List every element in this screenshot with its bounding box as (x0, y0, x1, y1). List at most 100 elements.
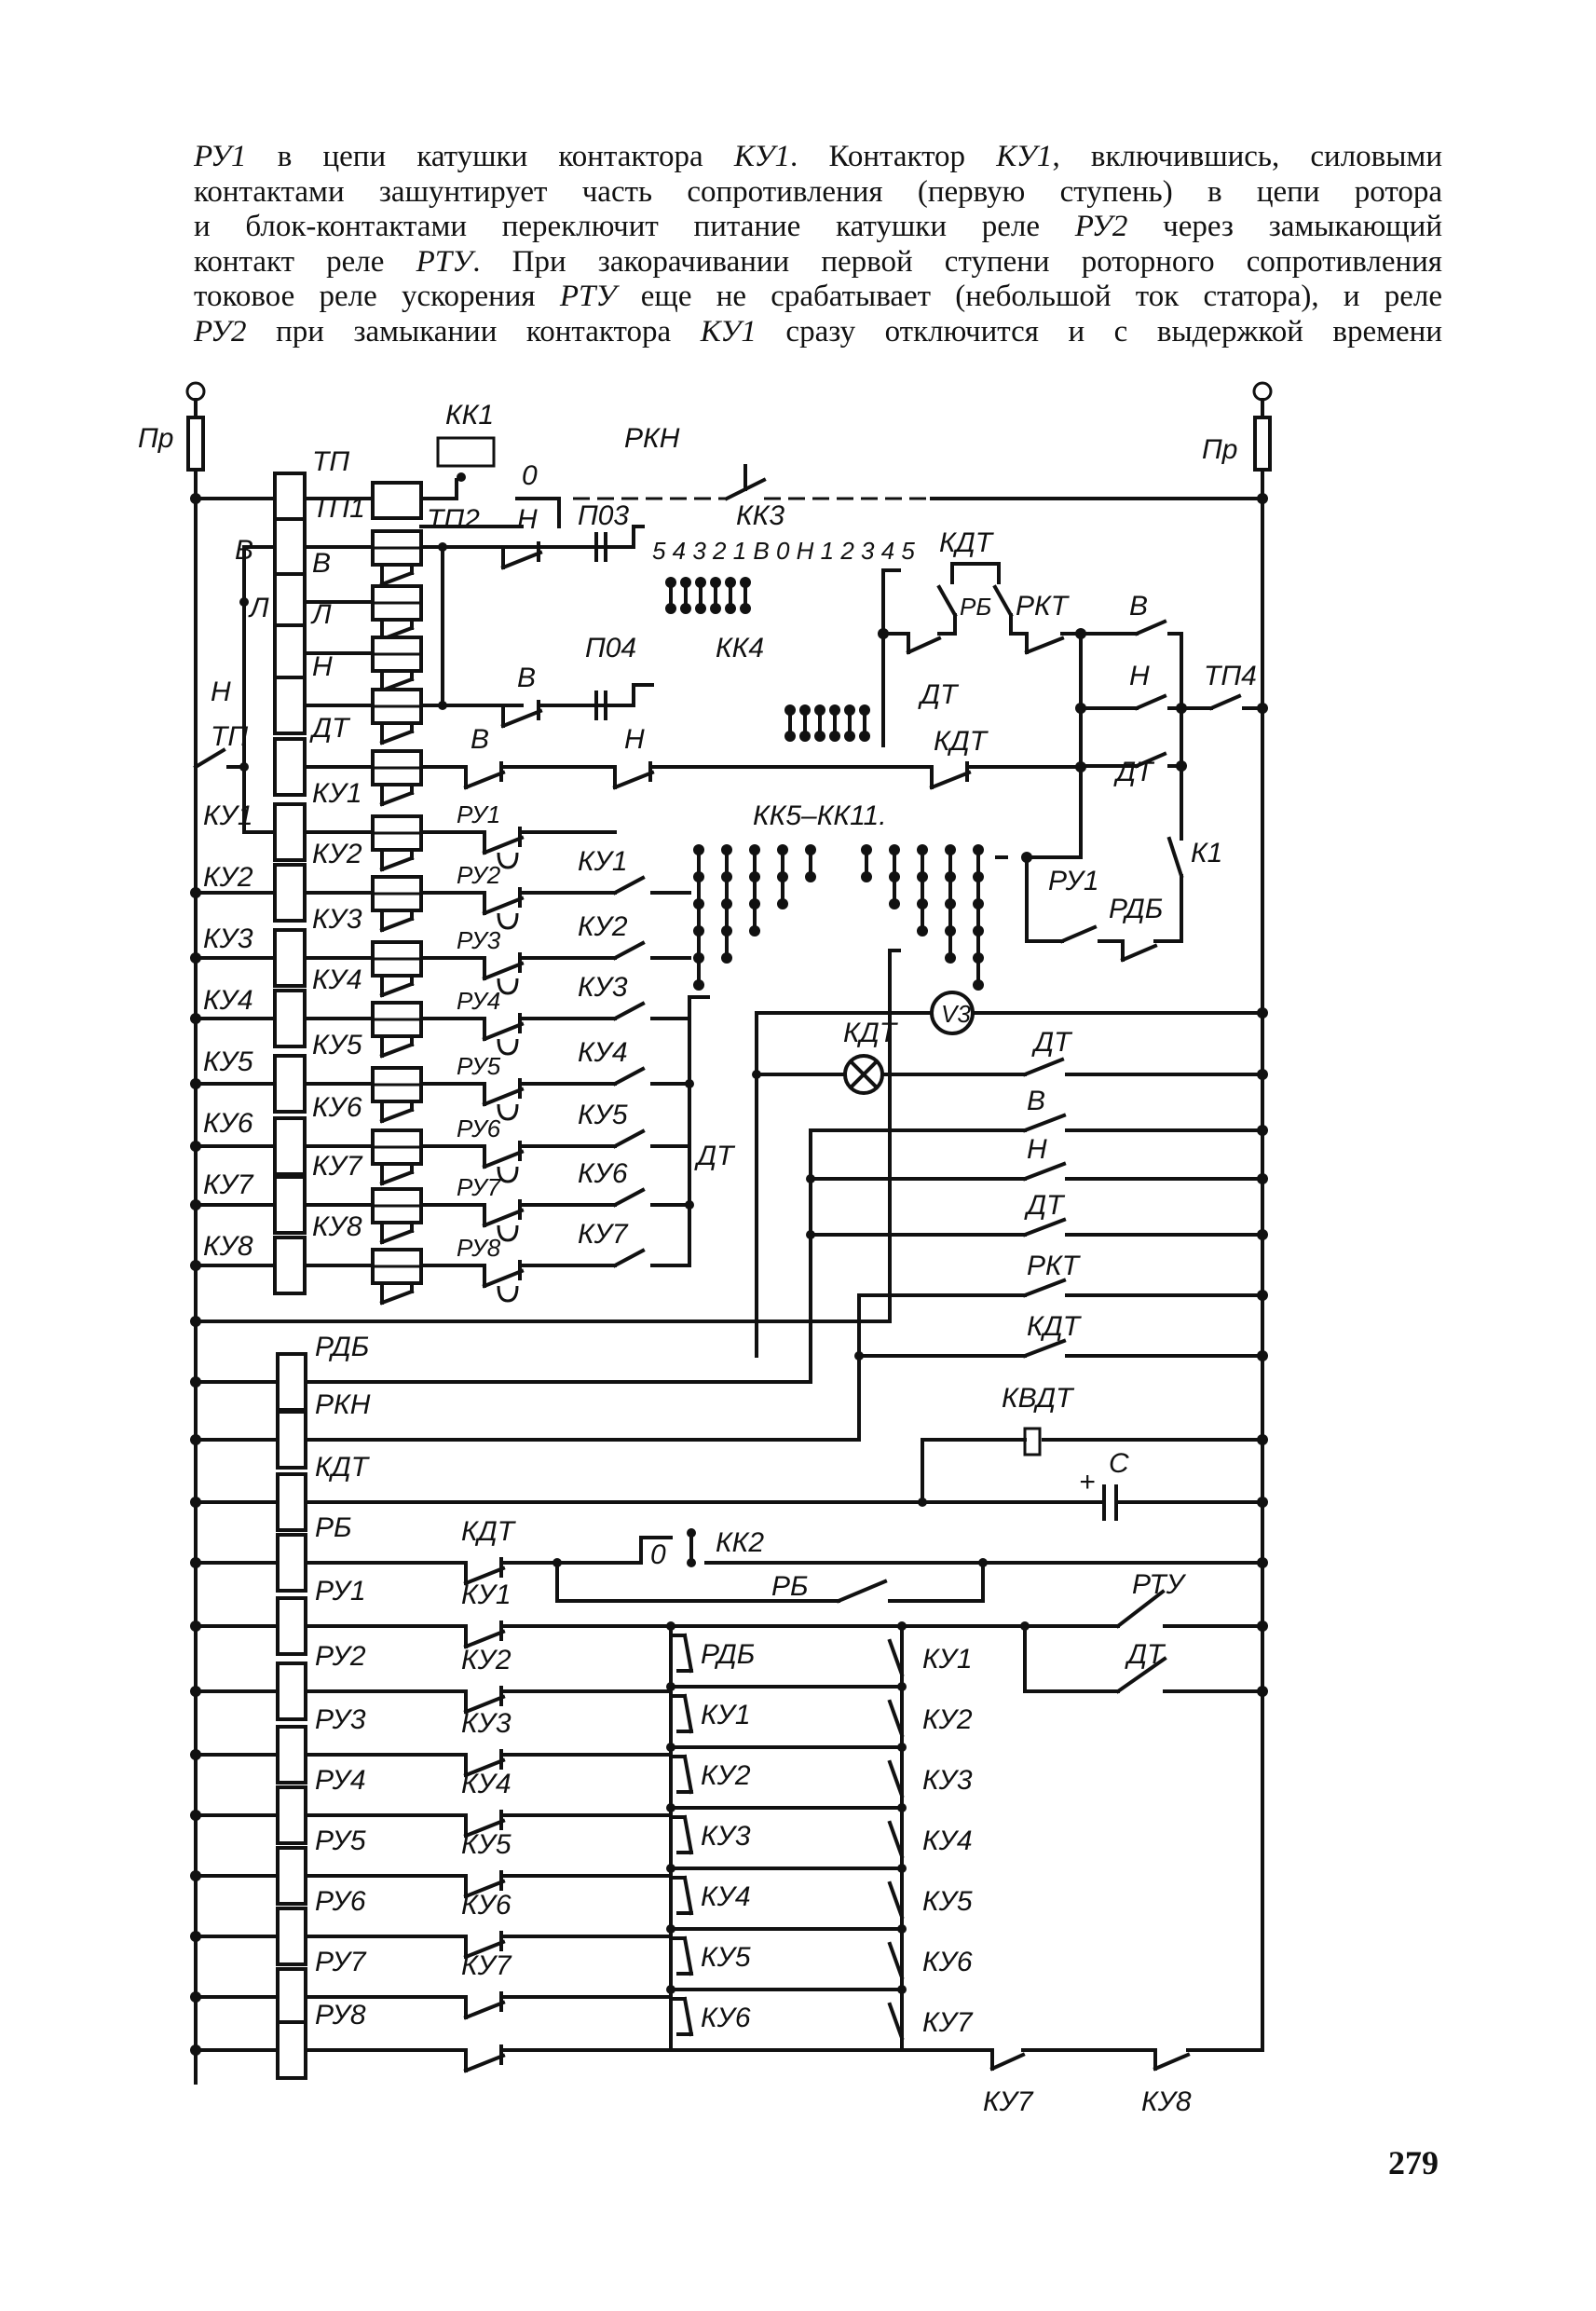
relay-coil-icon (276, 1967, 307, 2027)
junction-dot (749, 898, 760, 909)
no-chain-label: КУ1 (922, 1644, 973, 1675)
junction-dot (897, 1803, 907, 1812)
junction-dot (1257, 1125, 1268, 1136)
lower-coil-label: РКН (315, 1389, 371, 1420)
relay-coil-icon (276, 1907, 307, 1966)
contact-row: ДТ (809, 1190, 1268, 1240)
junction-dot (721, 925, 732, 937)
relay-coil-icon (273, 517, 307, 577)
junction-dot (806, 1230, 815, 1239)
junction-dot (693, 952, 704, 964)
junction-dot (190, 952, 201, 964)
lower-coil-label: РУ8 (315, 2000, 366, 2031)
junction-dot (666, 1682, 675, 1691)
rtu-label: РТУ (1132, 1569, 1187, 1600)
relay-coil-icon (273, 802, 307, 862)
kk3-contacts (665, 577, 751, 614)
coil-label: КУ5 (312, 1030, 362, 1060)
relay-coil-icon (276, 1533, 307, 1593)
time-delay-icon (497, 912, 519, 930)
k1-label: К1 (1191, 838, 1222, 868)
junction-dot (844, 704, 855, 716)
left-supply-rail (185, 381, 206, 2085)
series-contact-label: КУ7 (461, 1950, 512, 1981)
ru-contact-label: РУ6 (457, 1114, 501, 1142)
coil-label: Л (310, 599, 332, 630)
junction-dot (859, 731, 870, 742)
ku-contact-label: КУ5 (578, 1100, 628, 1130)
rkn-label: РКН (624, 423, 680, 454)
junction-dot (190, 1013, 201, 1024)
series-contact-label: КУ1 (461, 1579, 512, 1610)
junction-dot (190, 1078, 201, 1089)
lower-coil-label: РУ1 (315, 1576, 366, 1607)
relay-coil-icon (273, 1236, 307, 1295)
ku-contact-label: КУ7 (578, 1219, 629, 1250)
lower-coil-row: РКН (190, 1389, 371, 1470)
left-ku-label: КУ2 (203, 862, 253, 893)
no-chain-label: КУ7 (922, 2007, 974, 2038)
junction-dot (721, 844, 732, 855)
coil-label: ТП1 (312, 493, 365, 524)
junction-dot (973, 925, 984, 937)
lower-coil-label: РУ2 (315, 1641, 366, 1672)
voltmeter-label: V3 (941, 1000, 971, 1028)
nc-chain-label: КУ4 (701, 1881, 751, 1912)
v-contact-label: В (471, 724, 489, 755)
ku-contact-label: КУ2 (578, 911, 628, 942)
kk2-rb-block (552, 1528, 1268, 1604)
lower-coil-row: РУ7 КУ7 (190, 1947, 673, 2027)
lower-coil-row: РДБ (190, 1332, 369, 1412)
junction-dot (740, 577, 751, 588)
junction-dot (805, 844, 816, 855)
coil-label: КУ8 (312, 1211, 362, 1242)
junction-dot (917, 925, 928, 937)
junction-dot (859, 704, 870, 716)
series-contact-label: КУ6 (461, 1890, 512, 1921)
left-ku-label: КУ8 (203, 1231, 253, 1262)
nc-chain-label: КУ5 (701, 1942, 751, 1973)
n-label: Н (1129, 661, 1150, 691)
junction-dot (693, 871, 704, 882)
ku-contact-label: КУ3 (578, 972, 628, 1003)
time-delay-icon (497, 852, 519, 869)
relay-coil-icon (276, 1661, 307, 1721)
ru1-label: РУ1 (1048, 866, 1099, 896)
relay-coil-icon (273, 676, 307, 735)
lower-coil-label: РУ7 (315, 1947, 367, 1977)
relay-coil-icon (276, 1846, 307, 1906)
junction-dot (749, 844, 760, 855)
kk5-kk11-label: КК5–КК11. (753, 800, 887, 831)
kk1-switch-icon (436, 436, 496, 468)
no-chain-label: КУ6 (922, 1947, 973, 1977)
coil-label: ДТ (309, 713, 351, 744)
body-text: РУ1 в цепи катушки контактора КУ1. Конта… (194, 140, 1442, 349)
page-number: 279 (1388, 2144, 1439, 2181)
junction-dot (725, 603, 736, 614)
junction-dot (190, 887, 201, 898)
ru-contact-label: РУ1 (457, 800, 500, 828)
junction-dot (777, 844, 788, 855)
dt-low-label: ДТ (1125, 1639, 1166, 1670)
coil-label: КУ4 (312, 964, 362, 995)
coil-label: В (312, 548, 331, 579)
kk5-kk11-contacts (693, 844, 984, 991)
kk2-label: КК2 (716, 1527, 764, 1558)
junction-dot (666, 1924, 675, 1934)
junction-dot (685, 1200, 694, 1210)
right-supply-rail (1252, 381, 1273, 2052)
junction-dot (897, 1864, 907, 1873)
junction-dot (917, 871, 928, 882)
junction-dot (861, 871, 872, 882)
